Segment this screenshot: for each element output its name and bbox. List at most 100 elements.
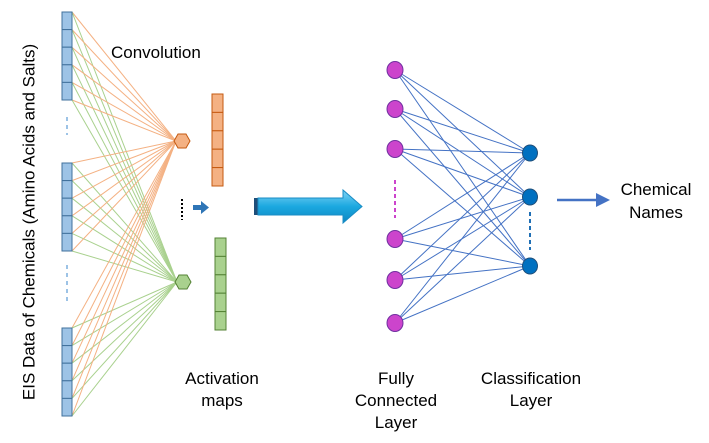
fc-edge (394, 69, 531, 154)
activation-cell-orange (211, 111, 224, 132)
activation-cell-green (214, 255, 227, 276)
activation-maps (211, 93, 227, 331)
output-label-line2: Names (629, 203, 683, 222)
activation-cell-green (214, 311, 227, 331)
conv-line-green (71, 281, 178, 347)
activation-label-line1: Activation (185, 369, 259, 388)
fc-label-line3: Layer (375, 413, 418, 432)
conv-line-green (71, 215, 178, 283)
activation-cell-orange (211, 93, 224, 113)
conv-line-green (71, 11, 178, 283)
filter-hexagon-orange (173, 133, 191, 149)
conv-line-green (71, 82, 178, 283)
fc-edge (394, 196, 531, 240)
fc-node (386, 314, 404, 332)
input-cell (61, 64, 73, 83)
input-cell (61, 362, 73, 382)
fc-node (386, 140, 404, 158)
convolution-label: Convolution (111, 43, 201, 62)
fc-node (386, 61, 404, 79)
classification-node (522, 257, 538, 275)
input-cell (61, 397, 73, 417)
conv-line-green (71, 29, 178, 283)
classification-node (522, 144, 538, 162)
small-arrow-icon (193, 201, 209, 214)
conv-line-green (71, 180, 178, 283)
fc-edge (394, 152, 531, 281)
filter-hexagon-green (174, 274, 192, 290)
conv-line-orange (71, 140, 177, 164)
input-columns (61, 11, 73, 417)
conv-line-green (71, 99, 178, 283)
conv-line-orange (71, 140, 177, 182)
fc-label-line2: Connected (355, 391, 437, 410)
conv-line-orange (71, 64, 177, 142)
input-cell (61, 81, 73, 101)
conv-line-orange (71, 140, 177, 252)
output-label-line1: Chemical (621, 180, 692, 199)
classification-nodes (522, 144, 538, 275)
activation-cell-green (214, 292, 227, 313)
activation-cell-orange (211, 130, 224, 150)
input-cell (61, 197, 73, 217)
activation-label-line2: maps (201, 391, 243, 410)
fc-label-line1: Fully (378, 369, 414, 388)
fc-edge (394, 148, 531, 267)
fc-node (386, 100, 404, 118)
output-arrow-icon (557, 193, 610, 207)
conv-line-green (71, 64, 178, 283)
y-axis-label: EIS Data of Chemicals (Amino Acids and S… (19, 44, 38, 400)
fc-edge (394, 238, 531, 267)
conv-line-green (71, 162, 178, 283)
activation-cell-green (214, 274, 227, 294)
conv-line-green (71, 250, 178, 283)
conv-line-green (71, 281, 178, 382)
input-cell (61, 162, 73, 182)
conv-line-orange (71, 140, 177, 399)
conv-line-orange (71, 46, 177, 142)
conv-line-orange (71, 81, 177, 142)
conv-line-orange (71, 11, 177, 142)
fc-edge (394, 69, 531, 198)
fc-edge (394, 152, 531, 324)
conv-line-orange (71, 140, 177, 364)
conv-line-orange (71, 140, 177, 329)
conv-line-orange (71, 140, 177, 234)
input-cell (61, 180, 73, 199)
conv-line-orange (71, 140, 177, 217)
conv-line-green (71, 232, 178, 283)
conv-line-orange (71, 140, 177, 346)
fc-edge (394, 265, 531, 281)
activation-cell-orange (211, 148, 224, 169)
input-cell (61, 327, 73, 347)
conv-line-orange (71, 99, 177, 142)
flatten-arrow-icon (254, 188, 363, 225)
fc-edge (394, 152, 531, 240)
fc-nodes (386, 61, 404, 332)
activation-cell-green (214, 237, 227, 257)
conv-line-orange (71, 140, 177, 417)
fc-edge (394, 196, 531, 324)
input-cell (61, 215, 73, 234)
input-cell (61, 46, 73, 66)
fc-edge (394, 148, 531, 198)
classification-label-line2: Layer (510, 391, 553, 410)
fc-edge (394, 69, 531, 267)
fc-connections (394, 69, 531, 324)
input-cell (61, 232, 73, 252)
fc-edge (394, 148, 531, 154)
input-cell (61, 345, 73, 364)
conv-line-green (71, 197, 178, 283)
input-cell (61, 29, 73, 48)
fc-node (386, 230, 404, 248)
fc-edge (394, 265, 531, 324)
conv-line-green (71, 281, 178, 417)
input-connections (71, 11, 178, 417)
conv-line-orange (71, 140, 177, 381)
conv-line-green (71, 281, 178, 364)
conv-line-orange (71, 29, 177, 142)
fc-edge (394, 108, 531, 154)
activation-cell-orange (211, 167, 224, 187)
